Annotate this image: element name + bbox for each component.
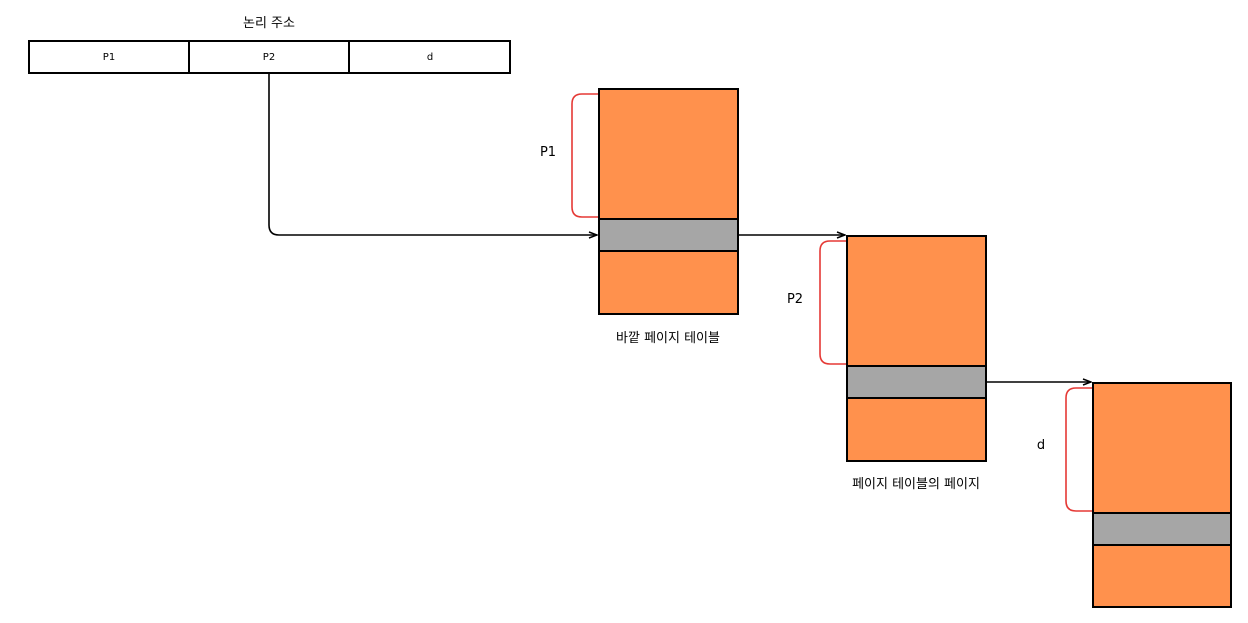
address-field-p2-label: P2 xyxy=(263,52,275,63)
selected-entry xyxy=(846,365,987,399)
connector-address-to-outer-table xyxy=(268,73,597,235)
table-body xyxy=(1092,382,1232,608)
selected-entry xyxy=(598,218,739,252)
outer-page-table: P1 바깥 페이지 테이블 xyxy=(540,88,739,346)
index-label: P1 xyxy=(540,145,556,160)
index-brace xyxy=(571,93,598,218)
selected-entry xyxy=(1092,512,1232,546)
address-field-p1 xyxy=(28,40,190,74)
logical-address: 논리 주소 P1 P2 d xyxy=(28,16,511,74)
index-label: d xyxy=(1037,438,1045,453)
index-label: P2 xyxy=(787,292,803,307)
logical-address-title: 논리 주소 xyxy=(243,16,295,31)
address-field-d xyxy=(348,40,511,74)
table-caption: 바깥 페이지 테이블 xyxy=(616,331,720,346)
inner-page-table: P2 페이지 테이블의 페이지 xyxy=(787,235,987,492)
page-frame: d xyxy=(1037,382,1232,608)
table-body xyxy=(846,235,987,462)
address-field-p1-label: P1 xyxy=(103,52,115,63)
table-body xyxy=(598,88,739,315)
address-field-d-label: d xyxy=(427,52,433,63)
table-caption: 페이지 테이블의 페이지 xyxy=(852,477,980,492)
index-brace xyxy=(1065,387,1092,512)
index-brace xyxy=(819,240,846,365)
